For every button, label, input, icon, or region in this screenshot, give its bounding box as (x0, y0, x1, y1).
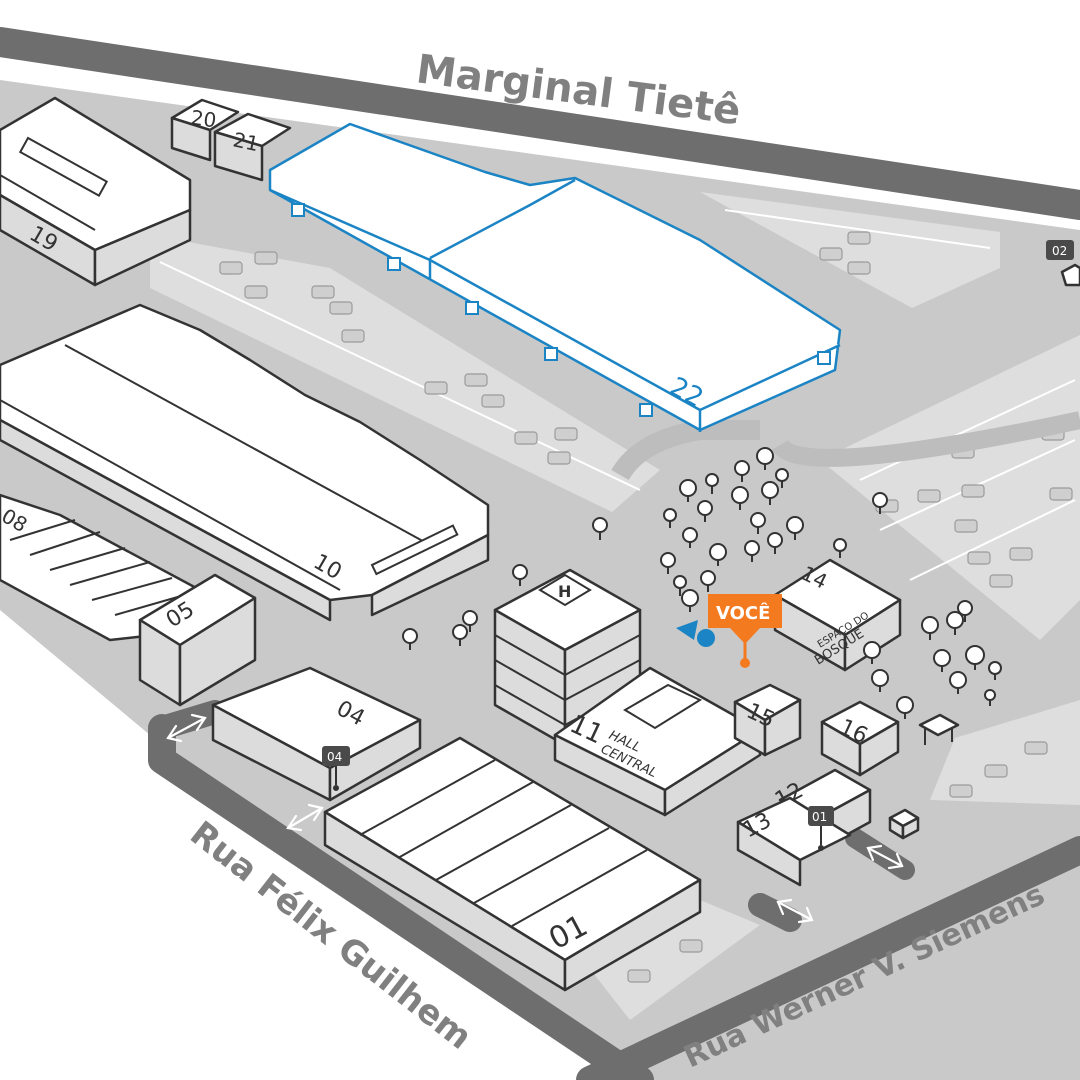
gate-02-label: 02 (1052, 244, 1067, 258)
you-are-here-marker[interactable]: VOCÊ (708, 594, 782, 668)
gate-04-label: 04 (327, 750, 342, 764)
gate-04[interactable]: 04 (322, 746, 350, 791)
building-15[interactable]: 15 (733, 683, 802, 757)
building-21[interactable]: 21 (213, 112, 292, 182)
building-21-number: 21 (231, 127, 261, 156)
road-network (0, 27, 1080, 1080)
gate-01[interactable]: 01 (808, 806, 834, 851)
double-arrow-icon (776, 898, 814, 924)
building-20[interactable]: 20 (170, 98, 240, 162)
building-10[interactable]: 10 (0, 303, 490, 622)
building-22-highlighted[interactable]: 22 (268, 122, 842, 432)
building-11-hall-central[interactable]: 11 HALL CENTRAL (553, 666, 762, 817)
building-01[interactable]: 01 (323, 736, 702, 992)
building-05[interactable]: 05 (138, 573, 257, 707)
picnic-table (918, 713, 960, 745)
building-19[interactable]: 19 (0, 96, 192, 287)
gate-02[interactable]: 02 (1046, 240, 1080, 287)
helipad-label: H (558, 582, 571, 601)
building-08[interactable]: 08 (0, 493, 202, 642)
trees (402, 447, 1002, 719)
double-arrow-icon (166, 713, 207, 743)
kiosk (888, 808, 920, 840)
building-04[interactable]: 04 (211, 666, 422, 802)
double-arrow-icon (286, 803, 324, 832)
tower-building[interactable]: H (493, 568, 642, 747)
road-arrows (166, 713, 904, 924)
parked-cars (219, 231, 1073, 983)
gate-01-label: 01 (812, 810, 827, 824)
direction-arrow-icon (676, 620, 715, 647)
building-14-espaco-do-bosque[interactable]: 14 ESPAÇO DO BOSQUE (773, 558, 902, 672)
double-arrow-icon (866, 844, 904, 870)
building-16[interactable]: 16 (820, 700, 900, 777)
building-20-number: 20 (189, 105, 218, 132)
you-are-here-label: VOCÊ (716, 602, 770, 624)
